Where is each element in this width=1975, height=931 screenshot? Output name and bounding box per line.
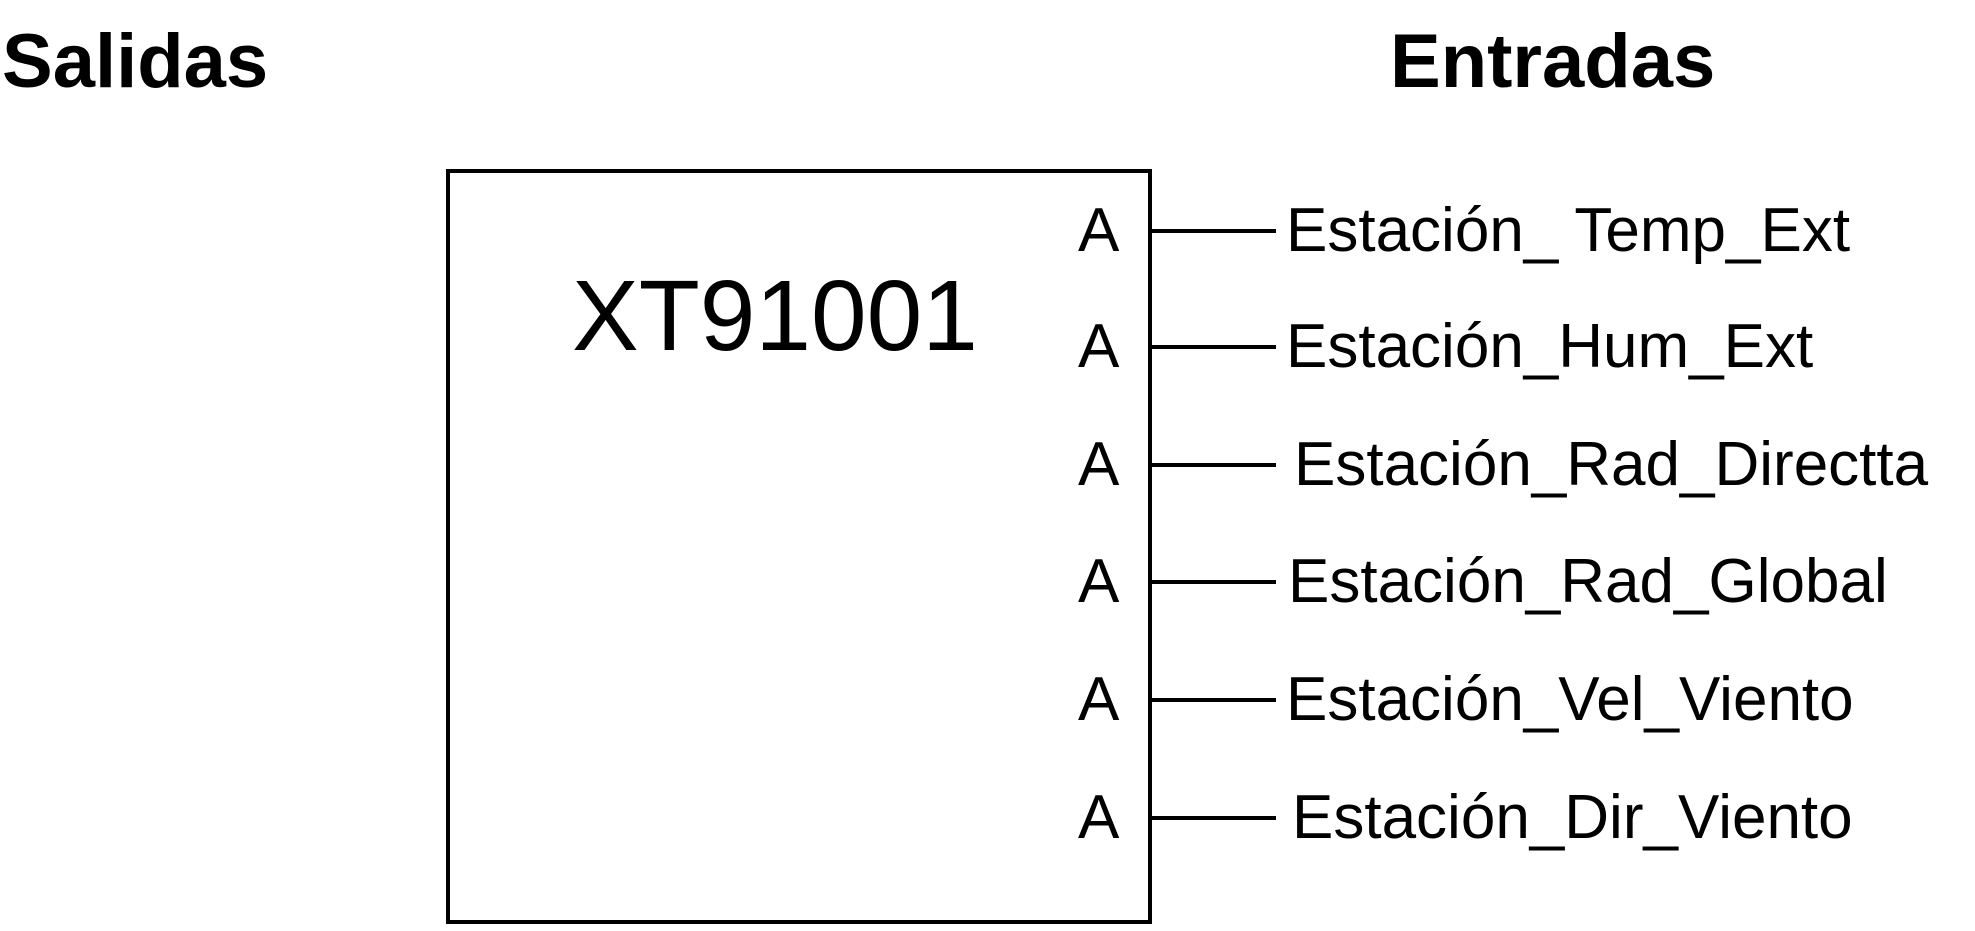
- input-port-row: A Estación_Rad_Global: [1070, 542, 1975, 622]
- input-port-row: A Estación_ Temp_Ext: [1070, 191, 1975, 271]
- port-wire: [1152, 698, 1276, 702]
- port-type-label: A: [1078, 783, 1120, 852]
- port-type-label: A: [1078, 196, 1120, 265]
- port-type-label: A: [1078, 430, 1120, 499]
- port-type-label: A: [1078, 312, 1120, 381]
- port-signal-label: Estación_Dir_Viento: [1292, 783, 1853, 852]
- port-wire: [1152, 463, 1276, 467]
- port-signal-label: Estación_Vel_Viento: [1286, 665, 1854, 734]
- input-port-row: A Estación_Vel_Viento: [1070, 660, 1975, 740]
- port-signal-label: Estación_Rad_Directta: [1294, 430, 1929, 499]
- port-wire: [1152, 229, 1276, 233]
- port-wire: [1152, 816, 1276, 820]
- module-id: XT91001: [572, 260, 978, 372]
- port-wire: [1152, 345, 1276, 349]
- port-signal-label: Estación_Hum_Ext: [1286, 312, 1814, 381]
- input-port-row: A Estación_Dir_Viento: [1070, 778, 1975, 858]
- port-type-label: A: [1078, 665, 1120, 734]
- port-signal-label: Estación_ Temp_Ext: [1286, 196, 1851, 265]
- port-type-label: A: [1078, 547, 1120, 616]
- input-port-row: A Estación_Hum_Ext: [1070, 307, 1975, 387]
- port-signal-label: Estación_Rad_Global: [1288, 547, 1888, 616]
- outputs-heading: Salidas: [2, 19, 269, 104]
- port-wire: [1152, 580, 1276, 584]
- input-port-row: A Estación_Rad_Directta: [1070, 425, 1975, 505]
- inputs-heading: Entradas: [1390, 19, 1716, 104]
- module-box: [446, 169, 1152, 924]
